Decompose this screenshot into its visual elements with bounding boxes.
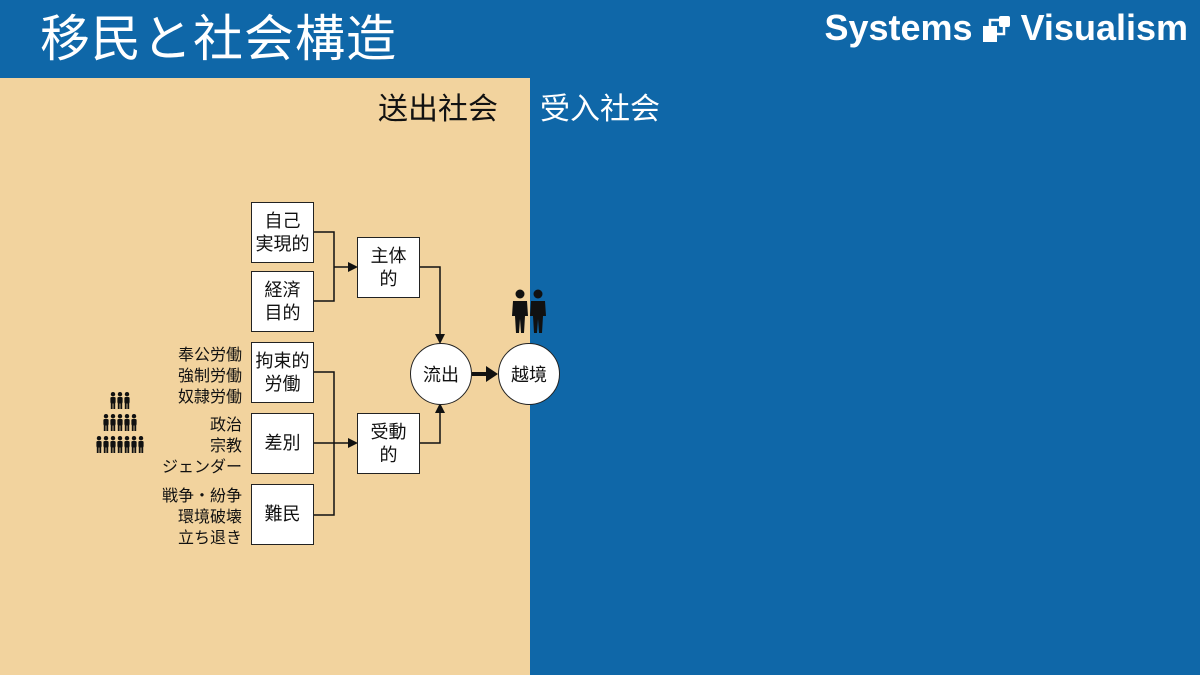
box-text: 目的 [264, 302, 301, 324]
box-text: 労働 [264, 373, 301, 395]
arrow-agentic-to-outflow [419, 266, 445, 344]
box-text: 実現的 [255, 233, 310, 255]
arrow-outflow-to-border [486, 366, 498, 382]
circle-border-crossing: 越境 [498, 343, 560, 405]
note-line: 奴隷労働 [177, 387, 242, 406]
note-refugee: 戦争・紛争 環境破壊 立ち退き [162, 485, 242, 548]
note-line: 宗教 [209, 436, 242, 455]
receiving-society-label: 受入社会 [540, 92, 660, 127]
two-people-icon [512, 289, 546, 333]
box-forced-labor: 拘束的労働 [251, 342, 314, 403]
note-forced-labor: 奉公労働 強制労働 奴隷労働 [178, 344, 242, 407]
note-line: 強制労働 [177, 366, 242, 385]
note-line: 環境破壊 [177, 507, 242, 526]
upper-bracket-line [313, 231, 335, 302]
box-text: 受動 [370, 421, 407, 443]
box-text: 主体 [370, 245, 407, 267]
brand-word-visualism: Visualism [1020, 7, 1188, 48]
brand-word-systems: Systems [824, 7, 973, 48]
systems-visualism-logo-icon [982, 16, 1010, 42]
page-title: 移民と社会構造 [40, 10, 397, 68]
box-text: 差別 [264, 433, 301, 454]
box-agentic: 主体的 [357, 237, 420, 298]
box-text: 的 [379, 444, 398, 466]
note-line: 政治 [209, 415, 242, 434]
arrow-passive-to-outflow [419, 403, 445, 444]
people-group-icon [96, 392, 144, 453]
note-line: 奉公労働 [177, 345, 242, 364]
box-text: 難民 [264, 504, 301, 525]
box-text: 経済 [264, 279, 301, 301]
sending-society-label: 送出社会 [378, 92, 498, 127]
box-passive: 受動的 [357, 413, 420, 474]
circle-outflow: 流出 [410, 343, 472, 405]
box-text: 的 [379, 268, 398, 290]
note-line: ジェンダー [161, 457, 242, 476]
box-discrimination: 差別 [251, 413, 314, 474]
note-line: 立ち退き [177, 528, 242, 547]
box-text: 拘束的 [255, 350, 310, 372]
header-bar: 移民と社会構造 Systems Visualism [0, 0, 1200, 78]
box-text: 自己 [264, 210, 301, 232]
note-discrimination: 政治 宗教 ジェンダー [162, 414, 242, 477]
box-self-realization: 自己実現的 [251, 202, 314, 263]
note-line: 戦争・紛争 [161, 486, 242, 505]
box-economic: 経済目的 [251, 271, 314, 332]
box-refugee: 難民 [251, 484, 314, 545]
brand-logo: Systems Visualism [824, 7, 1188, 48]
